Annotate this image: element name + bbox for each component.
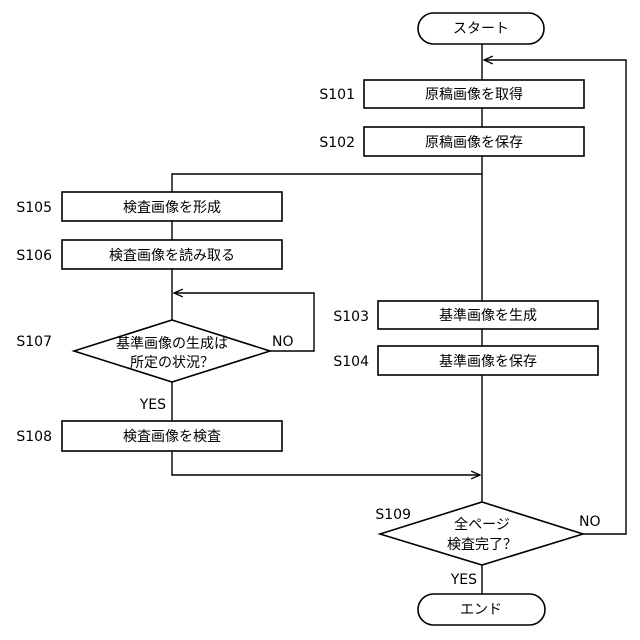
step-s101: S101 原稿画像を取得 — [319, 80, 584, 108]
step-s108: S108 検査画像を検査 — [16, 421, 282, 451]
step-s106-label: 検査画像を読み取る — [109, 247, 235, 264]
step-s104-label: 基準画像を保存 — [439, 353, 537, 370]
step-s103: S103 基準画像を生成 — [333, 301, 598, 329]
decision-s109-line2: 検査完了？ — [447, 537, 517, 553]
start-terminal-label: スタート — [453, 21, 509, 37]
step-s105-id: S105 — [16, 200, 52, 216]
step-s103-label: 基準画像を生成 — [439, 307, 537, 324]
step-s104-id: S104 — [333, 354, 369, 370]
decision-s109: S109 全ページ 検査完了？ NO YES — [375, 502, 600, 588]
step-s105-label: 検査画像を形成 — [123, 200, 221, 216]
decision-s109-yes-label: YES — [450, 572, 477, 588]
decision-s107: S107 基準画像の生成は 所定の状況？ NO YES — [16, 320, 293, 413]
decision-s107-yes-label: YES — [139, 397, 166, 413]
step-s101-label: 原稿画像を取得 — [425, 86, 523, 103]
decision-s109-line1: 全ページ — [454, 516, 510, 533]
start-terminal: スタート — [418, 13, 544, 44]
decision-s107-line1: 基準画像の生成は — [116, 335, 228, 352]
step-s102-id: S102 — [319, 135, 355, 151]
step-s101-id: S101 — [319, 87, 355, 103]
decision-s107-no-label: NO — [272, 334, 294, 350]
step-s105: S105 検査画像を形成 — [16, 192, 282, 221]
connector-s108-merge — [172, 451, 480, 475]
decision-s107-line2: 所定の状況？ — [130, 355, 214, 371]
step-s102: S102 原稿画像を保存 — [319, 127, 584, 156]
step-s104: S104 基準画像を保存 — [333, 346, 598, 375]
connector-branch-s105 — [172, 174, 482, 192]
decision-s109-no-label: NO — [579, 514, 601, 530]
step-s106-id: S106 — [16, 248, 52, 264]
step-s108-id: S108 — [16, 429, 52, 445]
end-terminal-label: エンド — [460, 602, 502, 618]
end-terminal: エンド — [418, 594, 545, 625]
decision-s107-id: S107 — [16, 334, 52, 350]
step-s106: S106 検査画像を読み取る — [16, 240, 282, 269]
step-s108-label: 検査画像を検査 — [123, 429, 221, 445]
step-s103-id: S103 — [333, 309, 369, 325]
step-s102-label: 原稿画像を保存 — [425, 135, 523, 151]
decision-s109-id: S109 — [375, 507, 411, 523]
